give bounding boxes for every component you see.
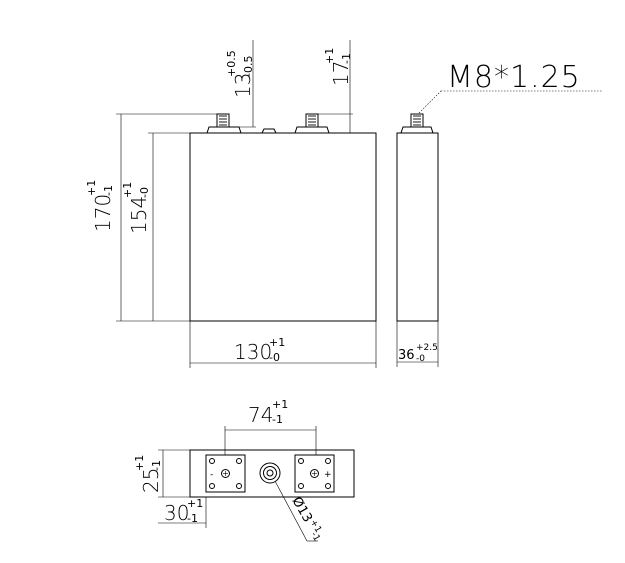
thickness-tol-lower: -0 [416,354,425,364]
negative-terminal-top: - [205,454,246,493]
height-total-label: 170 [91,194,115,232]
height-total-tol-lower: -1 [102,185,115,196]
top-depth-tol-upper: +1 [133,455,146,471]
thickness-label: 36 [398,348,415,363]
stud-height-label: 17 [329,61,353,86]
top-depth-tol-lower: -1 [150,460,163,471]
vent-diameter-tol-lower: -1 [308,531,321,544]
terminal-offset-label: 30 [164,501,189,525]
positive-polarity-mark: + [324,470,332,480]
width-label: 130 [234,340,272,364]
top-depth-label: 25 [139,468,163,493]
width-tol-lower: -0 [269,351,280,364]
cell-top-outline [189,449,355,498]
cell-body-front [189,132,377,322]
terminal-offset-tol-lower: -1 [187,512,198,525]
top-view: - + 74 +1 -1 25 +1 [133,398,355,544]
negative-terminal-front [206,113,242,134]
terminal-offset-tol-upper: +1 [187,497,203,510]
height-body-label: 154 [127,196,151,234]
side-view: M8*1.25 36 +2.5 -0 [396,60,603,367]
terminal-height-label: 13 [231,73,255,98]
height-total-tol-upper: +1 [85,180,98,196]
terminal-spacing-tol-lower: -1 [272,413,283,426]
negative-polarity-mark: - [210,470,213,480]
height-body-tol-upper: +1 [121,182,134,198]
terminal-height-tol-upper: +0.5 [225,50,238,77]
vent-top [259,462,281,484]
terminal-height-tol-lower: -0.5 [242,56,255,77]
cell-body-side [396,132,439,322]
terminal-spacing-tol-upper: +1 [272,398,288,411]
positive-terminal-front [294,113,330,134]
front-view: 170 +1 -1 154 +1 -0 130 +1 -0 13 +0.5 -0… [85,40,377,368]
height-body-tol-lower: -0 [138,187,151,198]
terminal-spacing-label: 74 [248,403,273,427]
thickness-tol-upper: +2.5 [416,343,438,353]
thread-spec-label: M8*1.25 [447,60,581,95]
vent-front [261,128,277,134]
stud-height-tol-upper: +1 [323,48,336,64]
positive-terminal-top: + [294,454,335,493]
stud-height-tol-lower: -1 [340,53,353,64]
width-tol-upper: +1 [269,336,285,349]
terminal-stud-side [410,113,424,128]
